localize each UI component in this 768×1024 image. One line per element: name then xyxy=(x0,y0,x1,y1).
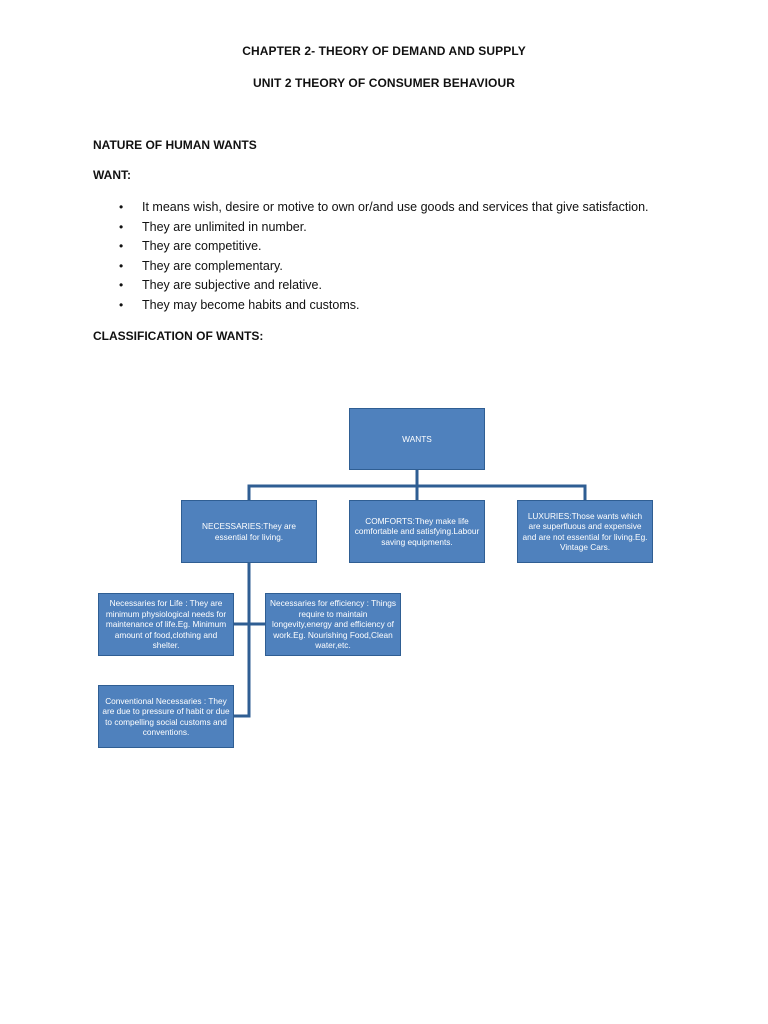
diagram-node-necessaries-for-efficiency: Necessaries for efficiency : Things requ… xyxy=(265,593,401,656)
bullet-icon: • xyxy=(119,219,124,234)
diagram-node-label: WANTS xyxy=(402,433,432,444)
diagram-node-label: NECESSARIES:They are essential for livin… xyxy=(201,521,297,542)
bullet-icon: • xyxy=(119,239,124,253)
diagram-node-comforts: COMFORTS:They make life comfortable and … xyxy=(349,500,485,563)
list-item-text: They are subjective and relative. xyxy=(142,278,322,292)
diagram-node-necessaries-for-life: Necessaries for Life : They are minimum … xyxy=(98,593,234,656)
diagram-node-label: COMFORTS:They make life comfortable and … xyxy=(354,515,480,547)
section-heading-nature: NATURE OF HUMAN WANTS xyxy=(93,138,257,152)
list-item-text: They are unlimited in number. xyxy=(142,219,307,234)
bullet-icon: • xyxy=(119,200,124,214)
diagram-node-wants: WANTS xyxy=(349,408,485,470)
diagram-node-label: LUXURIES:Those wants which are superfluo… xyxy=(522,510,648,553)
diagram-node-luxuries: LUXURIES:Those wants which are superfluo… xyxy=(517,500,653,563)
section-heading-classification: CLASSIFICATION OF WANTS: xyxy=(93,329,264,343)
want-points-list: • It means wish, desire or motive to own … xyxy=(93,199,649,316)
list-item-text: They are competitive. xyxy=(142,239,262,253)
bullet-icon: • xyxy=(119,297,124,312)
list-item: • It means wish, desire or motive to own … xyxy=(93,199,649,219)
list-item: • They are complementary. xyxy=(93,258,649,278)
list-item: • They may become habits and customs. xyxy=(93,297,649,317)
diagram-node-necessaries: NECESSARIES:They are essential for livin… xyxy=(181,500,317,563)
list-item-text: It means wish, desire or motive to own o… xyxy=(142,200,649,214)
bullet-icon: • xyxy=(119,278,124,292)
list-item: • They are competitive. xyxy=(93,238,649,258)
list-item: • They are subjective and relative. xyxy=(93,277,649,297)
list-item: • They are unlimited in number. xyxy=(93,219,649,239)
diagram-node-label: Necessaries for Life : They are minimum … xyxy=(105,598,227,651)
list-item-text: They are complementary. xyxy=(142,258,283,273)
diagram-node-label: Necessaries for efficiency : Things requ… xyxy=(269,598,397,651)
diagram-node-conventional-necessaries: Conventional Necessaries : They are due … xyxy=(98,685,234,748)
bullet-icon: • xyxy=(119,258,124,273)
section-heading-want: WANT: xyxy=(93,168,131,182)
unit-title: UNIT 2 THEORY OF CONSUMER BEHAVIOUR xyxy=(253,76,515,90)
diagram-node-label: Conventional Necessaries : They are due … xyxy=(102,695,230,738)
list-item-text: They may become habits and customs. xyxy=(142,297,360,312)
chapter-title: CHAPTER 2- THEORY OF DEMAND AND SUPPLY xyxy=(242,44,526,58)
